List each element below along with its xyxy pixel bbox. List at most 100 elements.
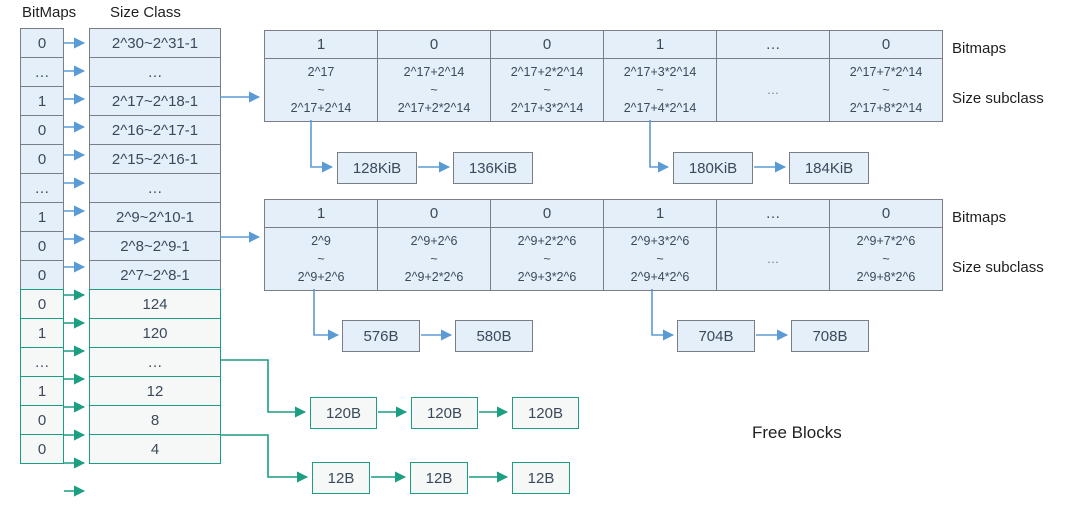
size-class-cell[interactable]: 124 <box>89 289 221 319</box>
subclass-range-start: 2^9+7*2^6 <box>856 233 916 248</box>
small-free-list-box-120b-1: 120B <box>310 397 377 429</box>
bitmap-cell[interactable]: 1 <box>264 30 378 59</box>
subclass-range-end: 2^17+2^14 <box>290 101 352 116</box>
size-class-cell[interactable]: 2^7~2^8-1 <box>89 260 221 290</box>
bitmap-cell[interactable]: … <box>716 199 830 228</box>
bitmap-cell[interactable]: 1 <box>603 30 717 59</box>
free-blocks-label: Free Blocks <box>752 423 842 442</box>
bitmap-cell[interactable]: 1 <box>20 376 64 406</box>
size-class-cell[interactable]: 12 <box>89 376 221 406</box>
free-block-box[interactable]: 12B <box>312 462 370 494</box>
size-class-cell[interactable]: 4 <box>89 434 221 464</box>
bitmap-cell[interactable]: 0 <box>490 199 604 228</box>
free-block-box[interactable]: 708B <box>791 320 869 352</box>
subclass-range-tilde: ~ <box>656 82 664 97</box>
free-block-box[interactable]: 180KiB <box>673 152 753 184</box>
size-subclass-cell[interactable]: 2^17+7*2^14~2^17+8*2^14 <box>829 58 943 122</box>
free-list-box-704b: 704B <box>677 320 755 352</box>
bitmap-cell[interactable]: … <box>20 173 64 203</box>
size-class-cell[interactable]: 2^8~2^9-1 <box>89 231 221 261</box>
free-block-box[interactable]: 120B <box>310 397 377 429</box>
free-list-box-128kib: 128KiB <box>337 152 417 184</box>
subclass-range-start: 2^9+2^6 <box>410 233 458 248</box>
subclass-range-tilde: ~ <box>317 251 325 266</box>
bitmap-cell[interactable]: 0 <box>20 231 64 261</box>
subclass-range-start: 2^17+2^14 <box>403 64 465 79</box>
size-class-cell[interactable]: 2^9~2^10-1 <box>89 202 221 232</box>
free-block-box[interactable]: 580B <box>455 320 533 352</box>
free-block-box[interactable]: 12B <box>512 462 570 494</box>
free-block-box[interactable]: 576B <box>342 320 420 352</box>
bitmap-cell[interactable]: 0 <box>829 30 943 59</box>
bitmap-cell[interactable]: 1 <box>603 199 717 228</box>
subclass-range-start: 2^17+7*2^14 <box>849 64 923 79</box>
bitmap-cell[interactable]: 0 <box>20 434 64 464</box>
size-subclass-cell[interactable]: … <box>716 58 830 122</box>
free-block-box[interactable]: 184KiB <box>789 152 869 184</box>
size-class-cell[interactable]: 120 <box>89 318 221 348</box>
size-class-cell[interactable]: 2^15~2^16-1 <box>89 144 221 174</box>
bitmap-cell[interactable]: 0 <box>20 115 64 145</box>
bitmap-cell[interactable]: 1 <box>264 199 378 228</box>
bitmap-cell[interactable]: 0 <box>20 144 64 174</box>
bitmap-cell[interactable]: 1 <box>20 202 64 232</box>
free-block-box[interactable]: 136KiB <box>453 152 533 184</box>
subclass-range-start: 2^17+2*2^14 <box>510 64 584 79</box>
subclass-range-end: 2^9+8*2^6 <box>856 270 916 285</box>
size-subclass-cell[interactable]: 2^17+3*2^14~2^17+4*2^14 <box>603 58 717 122</box>
bitmap-cell[interactable]: 0 <box>377 199 491 228</box>
subclass-range-start: 2^9+3*2^6 <box>630 233 690 248</box>
bitmap-cell[interactable]: 1 <box>20 86 64 116</box>
size-subclass-cell[interactable]: … <box>716 227 830 291</box>
size-subclass-cell[interactable]: 2^17+2*2^14~2^17+3*2^14 <box>490 58 604 122</box>
free-block-box[interactable]: 120B <box>411 397 478 429</box>
top-table-bitmaps-label: Bitmaps <box>952 40 1007 57</box>
subclass-range-tilde: ~ <box>543 251 551 266</box>
free-block-box[interactable]: 704B <box>677 320 755 352</box>
size-subclass-cell[interactable]: 2^9+2^6~2^9+2*2^6 <box>377 227 491 291</box>
bitmap-cell[interactable]: 0 <box>829 199 943 228</box>
bitmap-cell[interactable]: 0 <box>377 30 491 59</box>
subclass-range-end: 2^9+2*2^6 <box>404 270 464 285</box>
subclass-range-end: 2^17+2*2^14 <box>397 101 471 116</box>
small-free-list-box-120b-2: 120B <box>411 397 478 429</box>
small-free-list-box-120b-3: 120B <box>512 397 579 429</box>
size-subclass-cell[interactable]: 2^9+3*2^6~2^9+4*2^6 <box>603 227 717 291</box>
bitmap-cell[interactable]: 0 <box>20 28 64 58</box>
size-class-cell[interactable]: 2^16~2^17-1 <box>89 115 221 145</box>
bitmap-cell[interactable]: 0 <box>20 260 64 290</box>
top-table-subclass-label: Size subclass <box>952 90 1044 107</box>
subclass-range-tilde: ~ <box>656 251 664 266</box>
bitmap-cell[interactable]: … <box>20 347 64 377</box>
size-subclass-cell[interactable]: 2^9+7*2^6~2^9+8*2^6 <box>829 227 943 291</box>
bitmaps-column-header: BitMaps <box>22 4 77 21</box>
bitmap-cell[interactable]: 1 <box>20 318 64 348</box>
free-block-box[interactable]: 12B <box>410 462 468 494</box>
size-class-cell[interactable]: … <box>89 57 221 87</box>
size-class-cell[interactable]: 2^17~2^18-1 <box>89 86 221 116</box>
size-class-cell[interactable]: … <box>89 347 221 377</box>
free-block-box[interactable]: 128KiB <box>337 152 417 184</box>
size-class-cell[interactable]: 8 <box>89 405 221 435</box>
subclass-range-tilde: ~ <box>430 82 438 97</box>
size-subclass-cell[interactable]: 2^17+2^14 ~2^17+2*2^14 <box>377 58 491 122</box>
size-subclass-cell[interactable]: 2^9~2^9+2^6 <box>264 227 378 291</box>
subclass-range-tilde: … <box>766 82 780 97</box>
subclass-range-end: 2^17+3*2^14 <box>510 101 584 116</box>
bitmap-cell[interactable]: 0 <box>490 30 604 59</box>
bitmap-cell[interactable]: … <box>716 30 830 59</box>
size-subclass-cell[interactable]: 2^9+2*2^6~2^9+3*2^6 <box>490 227 604 291</box>
bitmap-cell[interactable]: 0 <box>20 405 64 435</box>
bitmap-cell[interactable]: … <box>20 57 64 87</box>
free-block-box[interactable]: 120B <box>512 397 579 429</box>
bitmap-cell[interactable]: 0 <box>20 289 64 319</box>
subclass-range-end: 2^9+3*2^6 <box>517 270 577 285</box>
size-class-cell[interactable]: … <box>89 173 221 203</box>
size-subclass-cell[interactable]: 2^17~2^17+2^14 <box>264 58 378 122</box>
size-class-cell[interactable]: 2^30~2^31-1 <box>89 28 221 58</box>
